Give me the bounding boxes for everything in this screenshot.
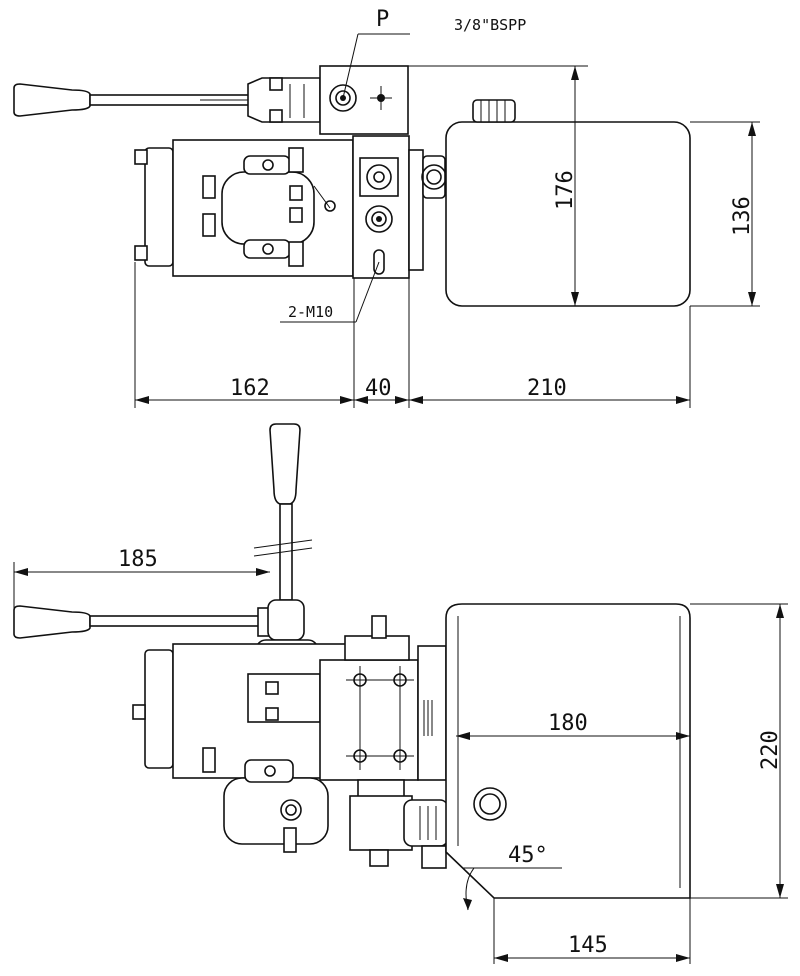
handle-grip-bottom	[13, 605, 91, 639]
bottom-view: 185 180 220 45° 145	[13, 423, 788, 964]
relief-valve	[371, 615, 387, 639]
dim-180: 180	[548, 711, 588, 736]
tank-top	[445, 121, 691, 307]
center-port	[359, 157, 399, 197]
valve-block-top	[319, 65, 409, 135]
dim-136: 136	[730, 196, 755, 236]
handle-grip-top	[13, 83, 91, 117]
handle-grip-vertical	[269, 423, 301, 505]
motor-endcap-bottom	[144, 649, 174, 769]
dim-220: 220	[758, 730, 783, 770]
pressure-port	[365, 205, 393, 233]
label-bolts: 2-M10	[288, 303, 333, 321]
bolt-1	[202, 175, 216, 199]
top-view: P 3/8"BSPP 2-M10 176 136 162 40 210	[13, 7, 760, 408]
dim-162: 162	[230, 376, 270, 401]
coil	[349, 795, 413, 851]
dim-145: 145	[568, 933, 608, 958]
connector	[403, 799, 449, 847]
handle-pivot	[267, 599, 305, 641]
handle-rod-bottom	[89, 615, 261, 627]
tank-bottom	[445, 603, 691, 899]
valve-head-top	[247, 77, 321, 123]
dim-176: 176	[553, 170, 578, 210]
dim-45: 45°	[508, 843, 548, 868]
motor-endcap-top	[144, 147, 174, 267]
dim-210: 210	[527, 376, 567, 401]
solenoid-bottom	[223, 777, 329, 845]
filler-cap-top	[472, 99, 516, 123]
lever-block	[247, 673, 321, 723]
bolt-2	[202, 213, 216, 237]
label-port-p: P	[376, 7, 389, 32]
dim-40: 40	[365, 376, 392, 401]
dim-185: 185	[118, 547, 158, 572]
port-p	[329, 84, 357, 112]
filler-cap-bottom	[473, 787, 507, 821]
label-thread: 3/8"BSPP	[454, 16, 526, 34]
